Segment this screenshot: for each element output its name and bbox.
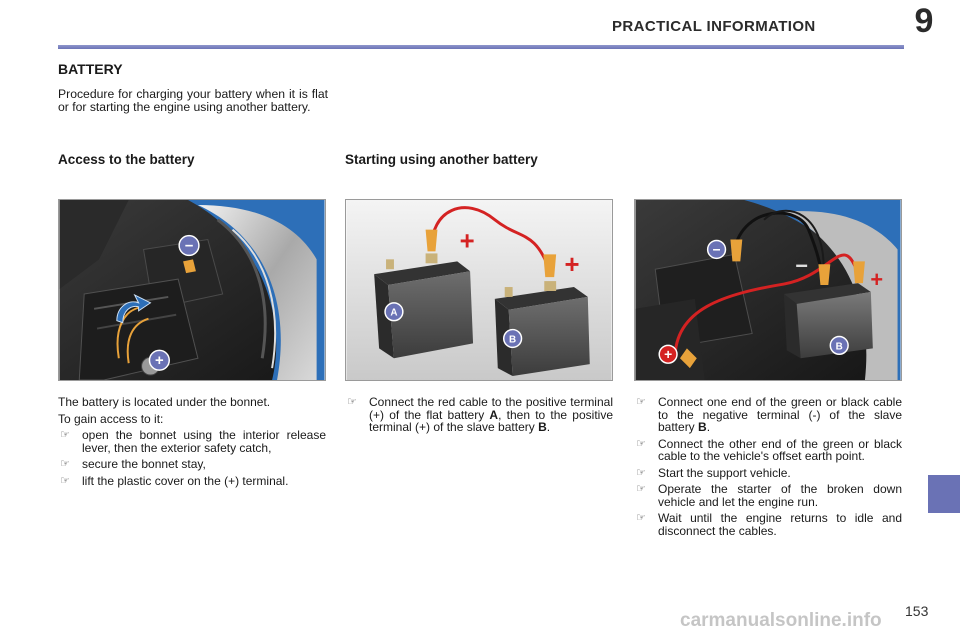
access-instructions: The battery is located under the bonnet.…: [58, 396, 326, 491]
battery-location-figure: − +: [58, 199, 326, 381]
two-batteries-illustration: A B + +: [346, 200, 612, 380]
slave-plus-sign: +: [870, 267, 883, 292]
access-steps-list: ☞open the bonnet using the interior rele…: [58, 429, 326, 487]
earth-instructions: ☞Connect one end of the green or black c…: [634, 396, 902, 541]
slave-minus-sign: −: [795, 253, 808, 278]
list-item: ☞lift the plastic cover on the (+) termi…: [60, 473, 289, 488]
engine-bay-illustration: − +: [59, 200, 325, 380]
plus-terminal-label: +: [155, 353, 164, 369]
list-item: ☞Connect the other end of the green or b…: [636, 436, 902, 463]
list-item: ☞Wait until the engine returns to idle a…: [636, 511, 902, 538]
access-heading: Access to the battery: [58, 152, 195, 167]
list-item: ☞secure the bonnet stay,: [60, 457, 206, 471]
pointing-hand-icon: ☞: [60, 429, 70, 441]
list-item: ☞Operate the starter of the broken down …: [636, 482, 902, 509]
earth-connection-illustration: B − + − +: [635, 200, 901, 380]
plus-sign-label: +: [460, 227, 475, 255]
list-item: ☞Connect the red cable to the positive t…: [347, 395, 613, 434]
pointing-hand-icon: ☞: [636, 483, 646, 495]
pointing-hand-icon: ☞: [60, 474, 70, 487]
chapter-number: 9: [914, 2, 934, 40]
list-item: ☞Start the support vehicle.: [636, 465, 791, 480]
slave-battery-b-label: B: [836, 341, 843, 352]
pointing-hand-icon: ☞: [636, 466, 646, 479]
starting-heading: Starting using another battery: [345, 152, 538, 167]
battery-b-label: B: [509, 334, 516, 345]
header-divider: [58, 45, 904, 49]
earth-steps-list: ☞Connect one end of the green or black c…: [634, 396, 902, 537]
battery-a-label: A: [390, 308, 397, 319]
pointing-hand-icon: ☞: [347, 396, 357, 408]
chapter-title: PRACTICAL INFORMATION: [612, 18, 816, 35]
pointing-hand-icon: ☞: [636, 437, 646, 450]
starting-steps-list: ☞Connect the red cable to the positive t…: [345, 396, 613, 434]
pointing-hand-icon: ☞: [636, 512, 646, 524]
list-item: ☞open the bonnet using the interior rele…: [60, 428, 326, 455]
starting-instructions: ☞Connect the red cable to the positive t…: [345, 396, 613, 438]
pointing-hand-icon: ☞: [636, 396, 646, 408]
access-line-2: To gain access to it:: [58, 411, 164, 426]
access-line-1: The battery is located under the bonnet.: [58, 395, 271, 409]
section-intro: Procedure for charging your battery when…: [58, 87, 328, 114]
list-item: ☞Connect one end of the green or black c…: [636, 395, 902, 434]
watermark: carmanualsonline.info: [680, 610, 882, 631]
jump-start-earth-cable-figure: B − + − +: [634, 199, 902, 381]
chapter-side-tab: [928, 475, 960, 513]
jump-start-red-cable-figure: A B + +: [345, 199, 613, 381]
minus-terminal-label: −: [185, 238, 194, 254]
section-title: BATTERY: [58, 61, 123, 77]
pointing-hand-icon: ☞: [60, 458, 70, 470]
flat-battery-plus-label: +: [664, 346, 672, 362]
earth-minus-label: −: [713, 241, 721, 257]
plus-sign-label-2: +: [564, 251, 579, 279]
page-number: 153: [905, 603, 929, 619]
